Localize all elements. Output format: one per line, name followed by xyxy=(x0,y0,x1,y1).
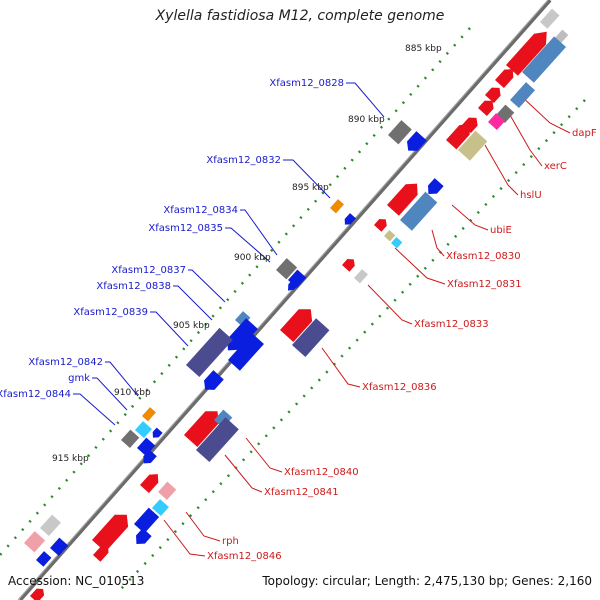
gene-label-ubie: ubiE xyxy=(490,225,512,236)
gene-label-xfasm12-0832: Xfasm12_0832 xyxy=(206,155,281,166)
gene-box-gray xyxy=(388,120,412,145)
tick-label-915: 915 kbp xyxy=(52,454,89,464)
gene-arrow-forward xyxy=(495,69,514,89)
gene-box-steel xyxy=(510,82,535,109)
genome-backbone xyxy=(18,0,552,600)
gene-label-xfasm12-0839: Xfasm12_0839 xyxy=(73,307,148,318)
tick-label-900: 900 kbp xyxy=(234,253,271,263)
gene-arrow-forward xyxy=(462,117,478,134)
gene-box-cyan xyxy=(135,421,152,439)
gene-arrow-reverse xyxy=(407,131,427,151)
gene-box-pink-light xyxy=(158,481,177,501)
gene-arrow-forward xyxy=(140,474,159,494)
gene-box-gray xyxy=(540,8,560,29)
accession-text: Accession: NC_010513 xyxy=(8,574,145,588)
gene-label-xfasm12-0831: Xfasm12_0831 xyxy=(447,279,522,290)
tick-label-910: 910 kbp xyxy=(114,388,151,398)
gene-label-xfasm12-0830: Xfasm12_0830 xyxy=(446,251,521,262)
gene-label-xfasm12-0842: Xfasm12_0842 xyxy=(28,357,103,368)
gene-label-dapf: dapF xyxy=(572,128,597,139)
gene-arrow-forward xyxy=(92,514,129,553)
gene-label-xfasm12-0844: Xfasm12_0844 xyxy=(0,389,71,400)
gene-box-slate xyxy=(292,318,330,358)
gene-box-reverse xyxy=(50,537,69,557)
left-leader-lines xyxy=(73,82,385,426)
gene-box-reverse xyxy=(228,333,264,371)
gene-arrow-forward xyxy=(485,87,501,104)
gene-box-cyan xyxy=(152,499,169,517)
gene-label-xfasm12-0833: Xfasm12_0833 xyxy=(414,319,489,330)
gene-box-slate xyxy=(186,327,233,378)
gene-arrow-forward xyxy=(446,124,470,150)
gene-box-khaki xyxy=(458,130,488,161)
tick-label-905: 905 kbp xyxy=(173,321,210,331)
dotted-track-inner xyxy=(119,99,586,591)
gene-label-xfasm12-0837: Xfasm12_0837 xyxy=(111,265,186,276)
gene-arrow-reverse xyxy=(143,449,157,464)
gene-box-reverse xyxy=(137,437,156,457)
gene-arrow-forward xyxy=(93,545,109,562)
gene-label-xfasm12-0828: Xfasm12_0828 xyxy=(269,78,344,89)
gene-arrow-reverse xyxy=(227,318,258,351)
gene-box-steel xyxy=(522,36,567,83)
genome-summary-text: Topology: circular; Length: 2,475,130 bp… xyxy=(262,574,592,588)
gene-arrow-reverse xyxy=(287,279,299,291)
tick-label-895: 895 kbp xyxy=(292,183,329,193)
gene-label-xerc: xerC xyxy=(544,161,567,172)
gene-box-cyan xyxy=(391,237,403,249)
gene-label-gmk: gmk xyxy=(68,373,90,384)
genome-backbone-highlight xyxy=(17,0,549,600)
gene-label-xfasm12-0838: Xfasm12_0838 xyxy=(96,281,171,292)
gene-arrow-reverse xyxy=(428,178,444,195)
gene-box-gray xyxy=(276,258,298,280)
gene-arrow-reverse xyxy=(152,427,163,438)
gene-arrow-reverse xyxy=(136,528,152,545)
gene-box-steel xyxy=(400,191,438,231)
gene-box-slate xyxy=(196,417,239,463)
gene-label-hslu: hslU xyxy=(520,190,542,201)
gene-box-orange xyxy=(142,407,156,422)
gene-arrow-reverse xyxy=(204,370,224,390)
gene-label-xfasm12-0834: Xfasm12_0834 xyxy=(163,205,238,216)
gene-arrow-forward xyxy=(478,100,494,117)
gene-box-reverse xyxy=(134,507,160,534)
gene-arrow-forward xyxy=(342,259,355,272)
gene-label-xfasm12-0835: Xfasm12_0835 xyxy=(148,223,223,234)
gene-label-xfasm12-0841: Xfasm12_0841 xyxy=(264,487,339,498)
gene-box-pink-light xyxy=(24,531,46,553)
gene-label-xfasm12-0846: Xfasm12_0846 xyxy=(207,551,282,562)
gene-box-pink xyxy=(488,113,505,131)
gene-box-orange xyxy=(330,199,344,214)
map-title: Xylella fastidiosa M12, complete genome xyxy=(155,8,445,24)
gene-arrow-forward xyxy=(184,411,219,448)
gene-box-gray xyxy=(121,429,140,449)
gene-arrow-forward xyxy=(506,31,547,76)
gene-box-steel xyxy=(214,409,233,429)
gene-label-xfasm12-0836: Xfasm12_0836 xyxy=(362,382,437,393)
dotted-track-outer xyxy=(0,27,471,556)
gene-box-steel xyxy=(235,311,251,327)
gene-arrow-forward xyxy=(374,219,387,232)
gene-label-xfasm12-0840: Xfasm12_0840 xyxy=(284,467,359,478)
right-leader-lines xyxy=(163,94,571,557)
gene-box-khaki xyxy=(384,230,396,242)
tick-label-890: 890 kbp xyxy=(348,115,385,125)
gene-box-gray xyxy=(354,269,368,284)
gene-box-gray xyxy=(40,514,61,537)
gene-features xyxy=(24,8,569,600)
gene-arrow-forward xyxy=(280,309,313,343)
tick-label-885: 885 kbp xyxy=(405,44,442,54)
gene-arrow-forward xyxy=(387,183,418,216)
gene-arrow-forward xyxy=(30,588,45,600)
gene-arrow-reverse xyxy=(344,213,356,225)
gene-label-rph: rph xyxy=(222,536,239,547)
gene-box-reverse xyxy=(36,551,52,567)
